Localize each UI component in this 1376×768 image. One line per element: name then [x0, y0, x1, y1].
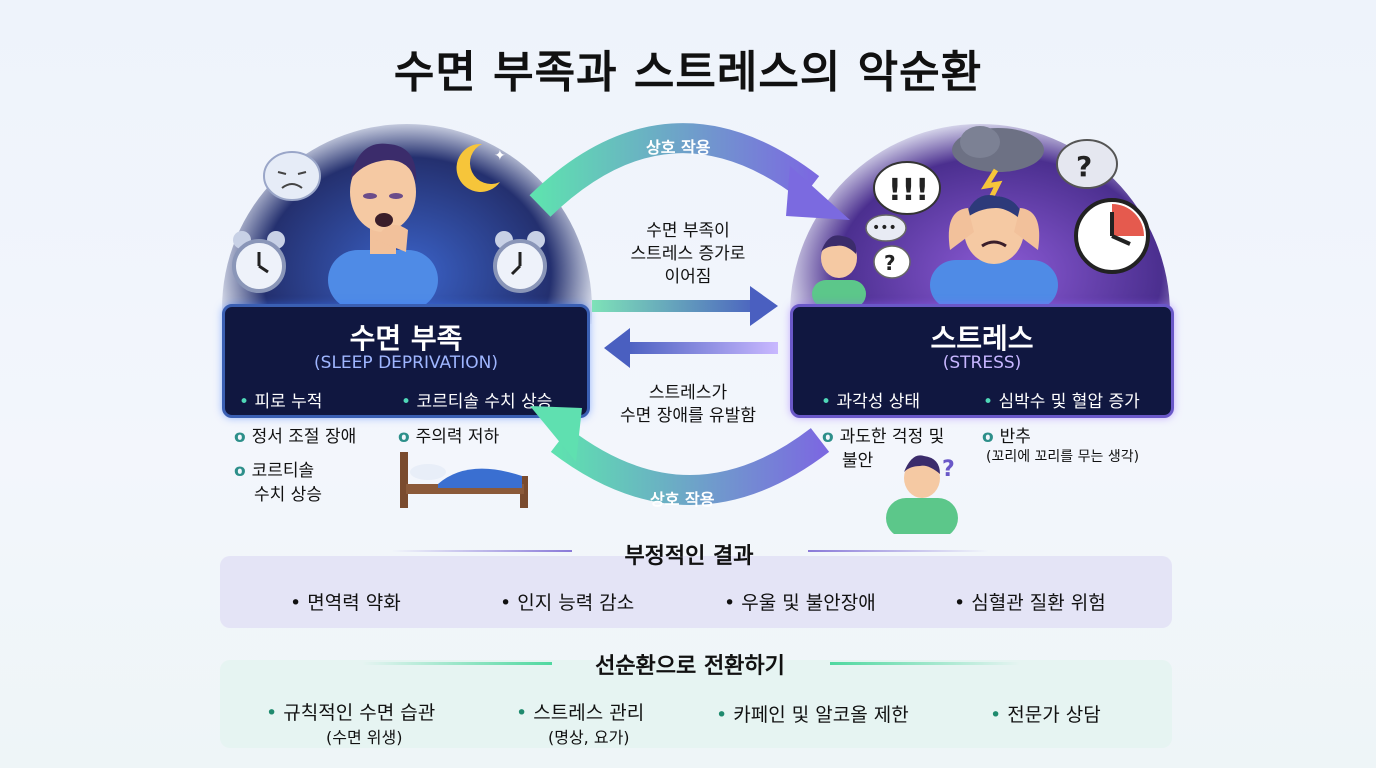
sleep-outer-cortisol-2: 수치 상승: [254, 485, 322, 505]
forward-line-2: 스트레스 증가로: [630, 244, 746, 264]
positive-item-counseling: 전문가 상담: [990, 700, 1100, 727]
sleeping-person-illustration: [328, 143, 438, 306]
exclamation-bubble-icon: !!!: [873, 161, 941, 215]
stressed-person-illustration: [930, 195, 1058, 306]
stress-subtitle: (STRESS): [942, 353, 1022, 373]
sleep-subtitle: (SLEEP DEPRIVATION): [314, 353, 498, 373]
worried-boy-icon: [812, 235, 866, 304]
neg-divider-left: [392, 550, 572, 552]
forward-line-3: 이어짐: [664, 267, 712, 287]
backward-line-1: 스트레스가: [648, 383, 728, 403]
positive-item-caffeine: 카페인 및 알코올 제한: [716, 700, 908, 727]
stress-outer-rumination-desc: (꼬리에 꼬리를 무는 생각): [986, 449, 1140, 465]
sleep-outer-emotion: 정서 조절 장애: [234, 422, 357, 447]
svg-text:?: ?: [1076, 150, 1092, 183]
negative-item-cognition: 인지 능력 감소: [500, 588, 634, 615]
headache-person-icon: ?: [886, 455, 958, 534]
forward-flow-text: 수면 부족이 스트레스 증가로 이어짐: [594, 220, 782, 289]
alarm-clock-right-icon: [493, 231, 547, 293]
negative-item-cardio: 심혈관 질환 위험: [954, 588, 1105, 615]
positive-item-sleep-habit: 규칙적인 수면 습관: [266, 698, 435, 725]
positive-item-stress-mgmt: 스트레스 관리: [516, 698, 644, 725]
stress-bullet-hyperarousal: 과각성 상태: [821, 387, 920, 412]
backward-line-2: 수면 장애를 유발함: [620, 406, 756, 426]
top-arrow-label: 상호 작용: [646, 138, 711, 157]
wall-clock-icon: [1074, 198, 1150, 274]
interaction-arrows: [529, 123, 850, 505]
page-title: 수면 부족과 스트레스의 악순환: [393, 47, 983, 98]
stress-outer-anxiety: 불안: [842, 451, 874, 471]
svg-text:?: ?: [884, 251, 896, 275]
sleep-bullet-cortisol: 코르티솔 수치 상승: [401, 387, 552, 412]
svg-text:✦: ✦: [494, 148, 506, 164]
question-bubble-icon: ?: [1056, 139, 1118, 189]
forward-line-1: 수면 부족이: [646, 221, 730, 241]
stress-bullet-heart-rate: 심박수 및 혈압 증가: [983, 387, 1139, 412]
negative-item-depression: 우울 및 불안장애: [724, 588, 875, 615]
svg-text:!!!: !!!: [888, 173, 929, 208]
stress-panel: 스트레스 (STRESS) 과각성 상태 심박수 및 혈압 증가: [790, 304, 1174, 418]
alarm-clock-left-icon: [232, 231, 286, 293]
sleep-outer-attention: 주의력 저하: [398, 422, 500, 447]
virtuous-cycle-title: 선순환으로 전환하기: [595, 654, 785, 679]
bottom-arrow-label: 상호 작용: [650, 490, 715, 509]
positive-item-stress-mgmt-sub: (명상, 요가): [548, 728, 630, 747]
stress-outer-worry: 과도한 걱정 및: [822, 422, 945, 447]
sleep-deprivation-panel: 수면 부족 (SLEEP DEPRIVATION) 피로 누적 코르티솔 수치 …: [222, 304, 590, 418]
pos-divider-right: [830, 662, 1020, 665]
neg-divider-right: [808, 550, 988, 552]
pos-divider-left: [362, 662, 552, 665]
messy-bed-icon: [400, 452, 528, 508]
backward-flow-text: 스트레스가 수면 장애를 유발함: [594, 382, 782, 428]
negative-item-immunity: 면역력 약화: [290, 588, 400, 615]
sad-moon-face-icon: [263, 151, 321, 201]
sleep-outer-cortisol: 코르티솔: [234, 456, 315, 481]
sleep-title: 수면 부족: [349, 322, 463, 355]
negative-results-title: 부정적인 결과: [624, 544, 754, 569]
positive-item-sleep-habit-sub: (수면 위생): [326, 728, 403, 747]
storm-cloud-icon: [952, 126, 1044, 200]
svg-text:?: ?: [942, 457, 955, 482]
stress-outer-rumination: 반추: [982, 422, 1031, 447]
svg-text:•••: •••: [872, 220, 897, 236]
crescent-moon-icon: ✦: [456, 143, 506, 192]
thought-bubbles-icon: ••• ?: [865, 214, 911, 279]
sleep-bullet-fatigue: 피로 누적: [239, 387, 322, 412]
stress-title: 스트레스: [930, 322, 1034, 355]
